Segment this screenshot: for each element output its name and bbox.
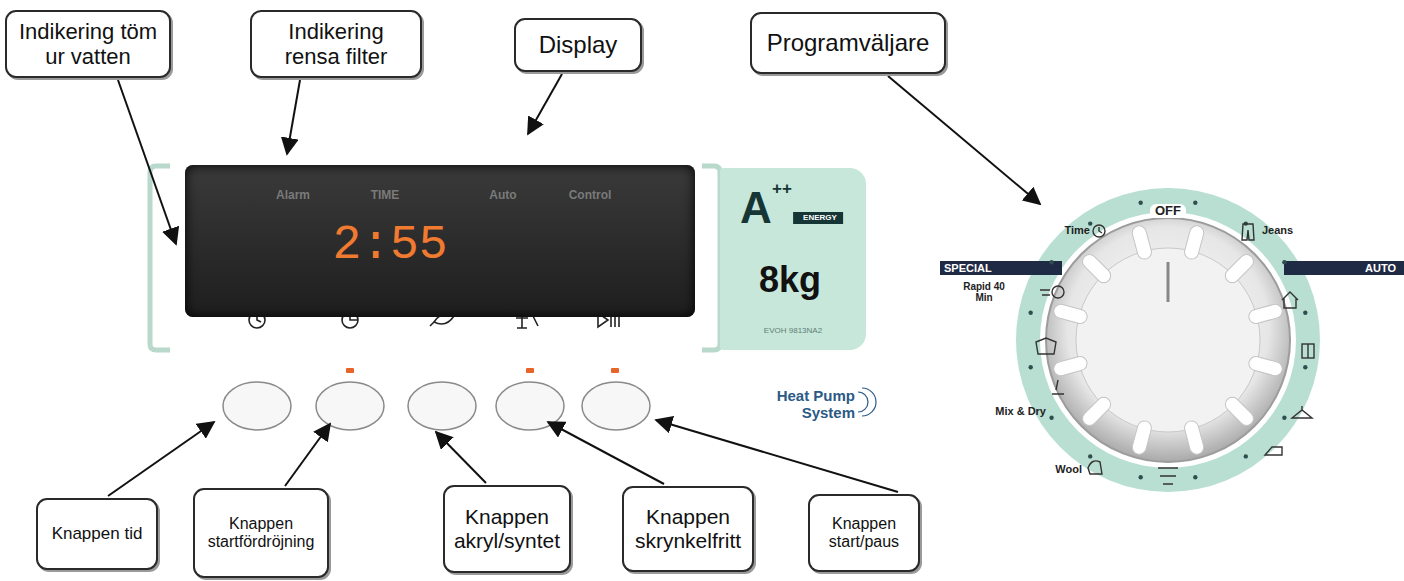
callout-box: Knappen startfördröjning	[193, 488, 329, 578]
panel-text: 2:55	[332, 221, 447, 269]
callout-box: Knappen start/paus	[808, 494, 920, 572]
panel-text: ++	[772, 180, 792, 197]
brand-label: Heat Pump System	[735, 388, 855, 421]
dial-position-label: Time	[1050, 224, 1090, 236]
heat-pump-logo	[858, 388, 876, 416]
dial-position-label: Jeans	[1262, 224, 1312, 236]
callout-text: Indikering rensa filter	[258, 19, 414, 70]
callout-box: Knappen tid	[36, 498, 158, 570]
program-selector-dial	[940, 188, 1404, 492]
energy-label-panel: A++ ENERGY 8kgEVOH 9813NA2	[720, 168, 866, 350]
panel-text: Auto	[489, 189, 516, 201]
callout-text: Display	[539, 31, 618, 59]
panel-text: A	[740, 186, 772, 230]
dial-position-label: OFF	[1150, 204, 1186, 218]
callout-text: Knappen startfördröjning	[201, 515, 321, 552]
panel-bracket	[150, 166, 170, 350]
callout-box: Indikering rensa filter	[250, 10, 422, 78]
callout-box: Knappen skrynkelfritt	[622, 486, 754, 572]
led-indicator	[346, 368, 619, 373]
callout-text: Knappen start/paus	[816, 515, 912, 552]
panel-text: 8kg	[759, 262, 821, 298]
display-panel: Alarm TIME Auto Control 2:55	[185, 165, 695, 317]
panel-text: EVOH 9813NA2	[764, 327, 822, 335]
program-group-label: AUTO	[1330, 262, 1396, 274]
callout-text: Programväljare	[767, 29, 930, 57]
callout-box: Indikering töm ur vatten	[5, 10, 171, 78]
panel-text: Alarm	[276, 189, 310, 201]
program-group-label: SPECIAL	[944, 262, 1014, 274]
dial-position-label: Wool	[1042, 463, 1082, 475]
leader-line	[108, 74, 1040, 496]
panel-text: ENERGY	[793, 212, 843, 224]
callout-text: Indikering töm ur vatten	[13, 19, 163, 70]
panel-button	[223, 382, 650, 430]
callout-box: Knappen akryl/syntet	[443, 485, 571, 573]
callout-text: Knappen tid	[52, 524, 143, 544]
callout-box: Display	[514, 18, 642, 72]
callout-text: Knappen skrynkelfritt	[630, 505, 746, 553]
panel-bracket	[702, 166, 720, 350]
callout-box: Programväljare	[750, 12, 946, 74]
panel-text: TIME	[371, 189, 400, 201]
panel-text: Control	[569, 189, 612, 201]
dial-position-label: Rapid 40 Min	[960, 281, 1008, 303]
callout-text: Knappen akryl/syntet	[451, 505, 563, 553]
dial-position-label: Mix & Dry	[968, 405, 1046, 417]
